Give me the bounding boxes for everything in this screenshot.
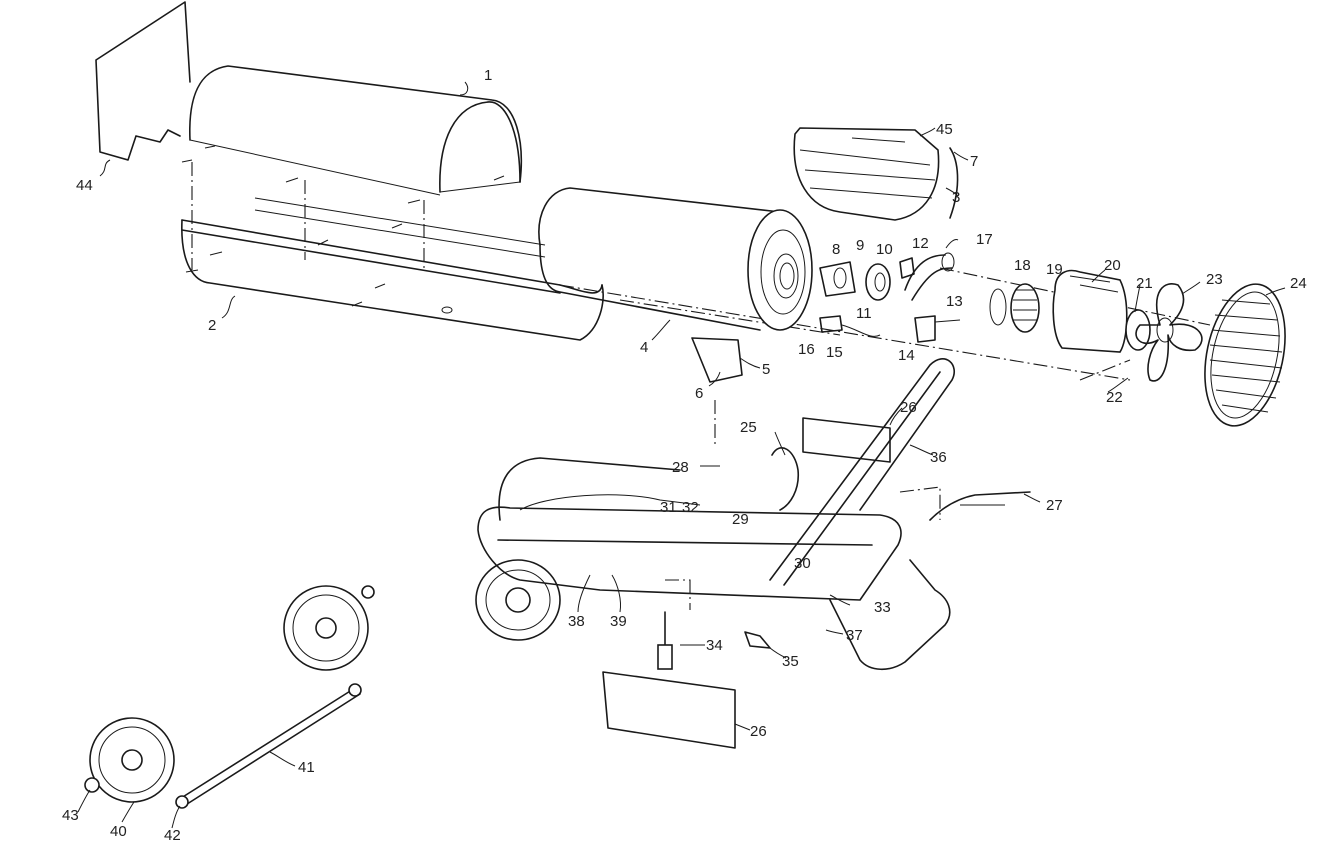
callout-32: 32 <box>682 499 699 516</box>
assembly-lines <box>191 162 1211 610</box>
sensor-parts <box>819 315 961 343</box>
axle-nuts <box>84 585 375 809</box>
upper-outer-shell <box>189 65 523 196</box>
cable-plug <box>771 447 800 511</box>
fan-assembly <box>1125 283 1203 382</box>
side-panel-upper <box>802 417 891 463</box>
callout-20: 20 <box>1104 257 1121 274</box>
callout-19: 19 <box>1046 261 1063 278</box>
drain-plug <box>744 631 771 649</box>
callout-28: 28 <box>672 459 689 476</box>
callout-14: 14 <box>898 347 915 364</box>
callout-42: 42 <box>164 827 181 844</box>
callout-12: 12 <box>912 235 929 252</box>
callout-25: 25 <box>740 419 757 436</box>
callout-13: 13 <box>946 293 963 310</box>
handle-strap <box>949 147 959 219</box>
callout-4: 4 <box>640 339 648 356</box>
callout-18: 18 <box>1014 257 1031 274</box>
shell-screws <box>181 145 505 307</box>
axle <box>177 687 361 807</box>
callout-1: 1 <box>484 67 492 84</box>
combustion-chamber <box>538 187 813 331</box>
callout-33: 33 <box>874 599 891 616</box>
callout-9: 9 <box>856 237 864 254</box>
side-panel-lower <box>602 671 736 749</box>
callout-6: 6 <box>695 385 703 402</box>
motor <box>1052 269 1128 353</box>
burner-components <box>819 257 915 301</box>
callout-15: 15 <box>826 344 843 361</box>
callout-21: 21 <box>1136 275 1153 292</box>
fuel-tank <box>477 494 902 601</box>
frame-handle <box>498 358 955 586</box>
callout-17: 17 <box>976 231 993 248</box>
callout-31: 31 <box>660 499 677 516</box>
callout-43: 43 <box>62 807 79 824</box>
callout-40: 40 <box>110 823 127 840</box>
callout-23: 23 <box>1206 271 1223 288</box>
callout-11: 11 <box>856 305 872 322</box>
callout-39: 39 <box>610 613 627 630</box>
callout-38: 38 <box>568 613 585 630</box>
callout-35: 35 <box>782 653 799 670</box>
frame-foot <box>829 559 951 671</box>
callout-41: 41 <box>298 759 315 776</box>
callout-34: 34 <box>706 637 723 654</box>
callout-29: 29 <box>732 511 749 528</box>
callout-5: 5 <box>762 361 770 378</box>
callout-8: 8 <box>832 241 840 258</box>
callout-7: 7 <box>970 153 978 170</box>
callout-labels: 1 2 3 4 5 6 7 8 9 10 11 12 13 14 15 16 1… <box>62 67 1307 844</box>
callout-22: 22 <box>1106 389 1123 406</box>
callout-37: 37 <box>846 627 863 644</box>
leader-lines <box>77 81 1286 829</box>
callout-16: 16 <box>798 341 815 358</box>
callout-26-lower: 26 <box>750 723 767 740</box>
power-cord <box>929 491 1031 521</box>
callout-30: 30 <box>794 555 811 572</box>
wheel-lower <box>89 717 175 803</box>
air-elbow-tube <box>904 252 955 301</box>
callout-2: 2 <box>208 317 216 334</box>
fuel-gauge-tube <box>657 611 673 670</box>
callout-24: 24 <box>1290 275 1307 292</box>
wheel-upper <box>283 585 369 671</box>
lower-outer-shell <box>181 197 604 341</box>
fan-guard <box>1204 283 1286 427</box>
callout-44: 44 <box>76 177 93 194</box>
tank-wheel <box>475 559 561 641</box>
callout-27: 27 <box>1046 497 1063 514</box>
callout-3: 3 <box>952 189 960 206</box>
mounting-bracket <box>691 337 743 383</box>
callout-36: 36 <box>930 449 947 466</box>
callout-45: 45 <box>936 121 953 138</box>
callout-26-upper: 26 <box>900 399 917 416</box>
callout-10: 10 <box>876 241 893 258</box>
pump-rotor <box>989 283 1040 333</box>
control-housing <box>793 127 940 221</box>
heat-shield-plate <box>95 1 191 161</box>
